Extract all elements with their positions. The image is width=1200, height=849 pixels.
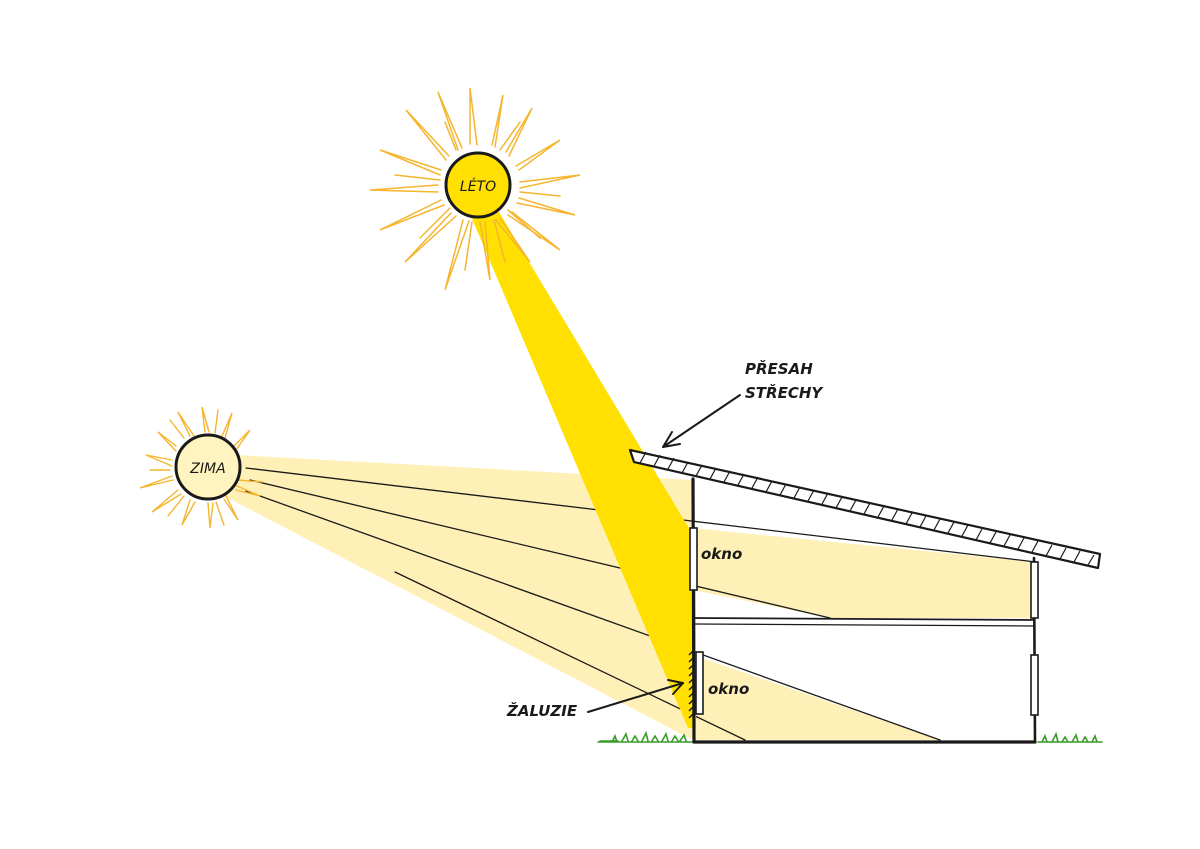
winter-sun-rays	[139, 406, 263, 529]
winter-beam-interior-upper	[693, 528, 1036, 618]
lower-window-label: okno	[708, 680, 749, 698]
summer-sun-beam	[470, 212, 696, 728]
upper-floor-slab	[693, 617, 1035, 621]
summer-sun-rays	[369, 87, 581, 291]
roof-overhang-label-line2: STŘECHY	[745, 383, 824, 402]
house	[628, 448, 1102, 744]
grass-right	[1037, 731, 1103, 743]
roof-hatching	[639, 451, 1095, 566]
blinds-label: ŽALUZIE	[506, 701, 578, 720]
roof-overhang	[628, 448, 1102, 570]
upper-floor-slab	[693, 623, 1035, 627]
summer-sun: LÉTO	[369, 87, 581, 291]
roof-overhang-label-line1: PŘESAH	[745, 359, 813, 378]
winter-sun: ZIMA	[139, 406, 263, 529]
winter-sun-label: ZIMA	[189, 461, 225, 477]
winter-sun-disc	[174, 433, 242, 501]
upper-window-label: okno	[701, 545, 742, 563]
lower-back-window	[1030, 654, 1039, 716]
roof-overhang-arrow	[662, 394, 741, 448]
grass-left	[597, 730, 695, 743]
lower-front-window	[695, 651, 704, 715]
upper-back-window	[1030, 561, 1039, 619]
blinds-shading	[688, 650, 694, 719]
summer-sun-disc	[444, 151, 512, 219]
winter-ray-line	[245, 490, 941, 741]
summer-sun-label: LÉTO	[460, 178, 496, 195]
winter-ray-line	[249, 479, 831, 619]
front-wall	[691, 477, 696, 744]
winter-beam-interior-lower	[693, 655, 940, 740]
blinds-arrow	[587, 679, 684, 713]
ground-grass	[597, 730, 1103, 743]
winter-sun-beam	[224, 455, 1037, 741]
winter-beam-fan	[224, 455, 693, 740]
upper-front-window	[689, 527, 698, 591]
